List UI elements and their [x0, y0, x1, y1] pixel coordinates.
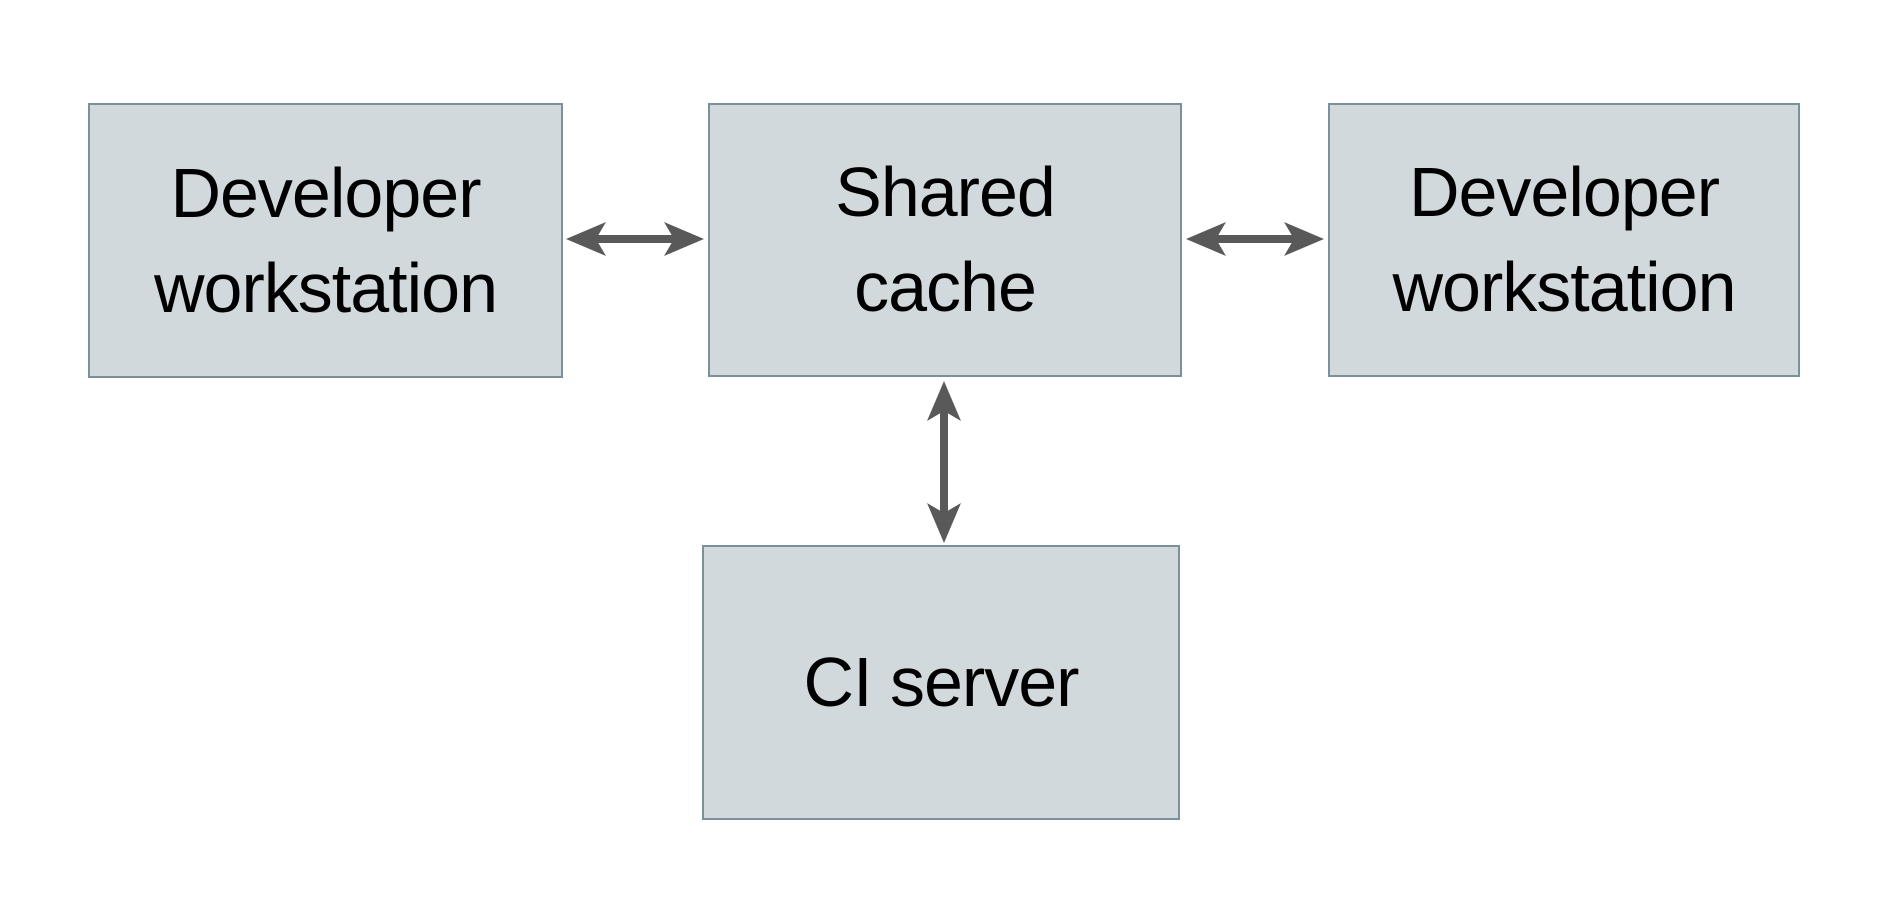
node-label-developer-workstation-left: Developer workstation — [153, 153, 498, 327]
node-ci-server: CI server — [702, 545, 1180, 820]
node-label-developer-workstation-right: Developer workstation — [1392, 153, 1736, 326]
node-label-shared-cache: Shared cache — [835, 153, 1056, 326]
node-developer-workstation-left: Developer workstation — [88, 103, 563, 378]
node-developer-workstation-right: Developer workstation — [1328, 103, 1800, 377]
node-shared-cache: Shared cache — [708, 103, 1182, 377]
node-label-ci-server: CI server — [803, 643, 1080, 721]
